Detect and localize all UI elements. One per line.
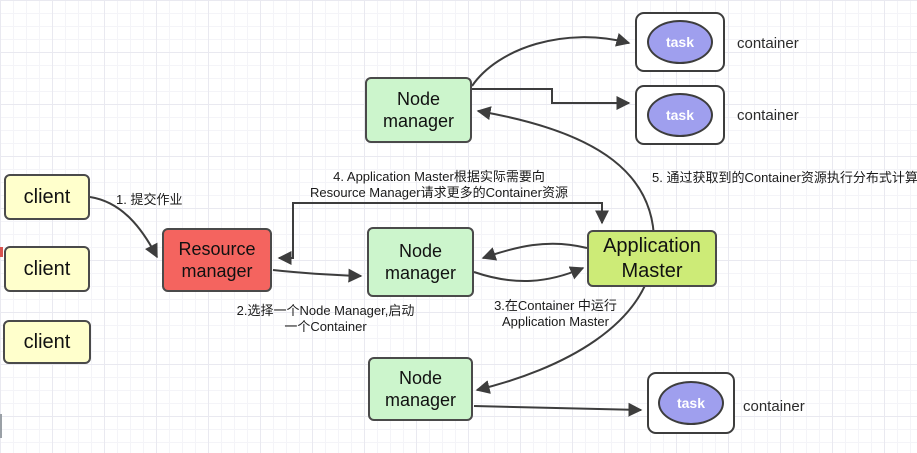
arrow-nm-top-to-container1: [471, 33, 631, 87]
node-node-manager-top[interactable]: Node manager: [365, 77, 472, 143]
node-client-2-label: client: [23, 258, 71, 280]
annotation-step4-line2: Resource Manager请求更多的Container资源: [310, 185, 568, 200]
container-box-1[interactable]: task: [635, 12, 725, 72]
node-client-2[interactable]: client: [4, 246, 90, 292]
arrow-nm-bottom-to-container3: [473, 402, 643, 417]
task-ellipse-3[interactable]: task: [658, 381, 724, 425]
annotation-step3: 3.在Container 中运行 Application Master: [463, 298, 648, 330]
task-1-label: task: [665, 34, 695, 50]
container-caption-1: container: [737, 35, 799, 52]
annotation-step1: 1. 提交作业: [116, 192, 183, 207]
annotation-step4: 4. Application Master根据实际需要向 Resource Ma…: [293, 169, 585, 201]
task-3-label: task: [676, 395, 706, 411]
annotation-step5: 5. 通过获取到的Container资源执行分布式计算: [652, 170, 917, 185]
node-application-master-label: Application Master: [603, 234, 701, 282]
arrow-nm-mid-to-am: [473, 266, 585, 283]
annotation-step3-line2: Application Master: [502, 314, 609, 329]
arrow-am-to-nm-mid: [481, 242, 588, 261]
node-node-manager-bottom[interactable]: Node manager: [368, 357, 473, 421]
container-box-2[interactable]: task: [635, 85, 725, 145]
container-box-3[interactable]: task: [647, 372, 735, 434]
clipped-shape-artifact-red: [0, 247, 3, 257]
node-node-manager-bottom-label: Node manager: [384, 367, 457, 411]
node-client-1[interactable]: client: [4, 174, 90, 220]
clipped-shape-artifact-gray: [0, 414, 2, 438]
annotation-step2-line2: 一个Container: [284, 319, 367, 334]
node-node-manager-mid-label: Node manager: [384, 240, 457, 284]
annotation-step2: 2.选择一个Node Manager,启动 一个Container: [228, 303, 423, 335]
arrow-rm-to-nm-mid: [272, 268, 363, 283]
annotation-step4-line1: 4. Application Master根据实际需要向: [333, 169, 545, 184]
node-client-3-label: client: [23, 331, 71, 353]
node-resource-manager[interactable]: Resource manager: [162, 228, 272, 292]
node-resource-manager-label: Resource manager: [178, 238, 256, 282]
node-application-master[interactable]: Application Master: [587, 230, 717, 287]
annotation-step2-line1: 2.选择一个Node Manager,启动: [236, 303, 415, 318]
container-caption-3: container: [743, 398, 805, 415]
node-node-manager-mid[interactable]: Node manager: [367, 227, 474, 297]
task-ellipse-2[interactable]: task: [647, 93, 713, 137]
task-ellipse-1[interactable]: task: [647, 20, 713, 64]
node-client-1-label: client: [23, 186, 71, 208]
container-caption-2: container: [737, 107, 799, 124]
task-2-label: task: [665, 107, 695, 123]
arrow-am-rm-request: [277, 202, 609, 265]
annotation-step3-line1: 3.在Container 中运行: [494, 298, 617, 313]
arrow-nm-top-to-container2: [472, 88, 631, 110]
arrow-client-to-rm: [89, 196, 158, 259]
node-node-manager-top-label: Node manager: [382, 88, 455, 132]
node-client-3[interactable]: client: [3, 320, 91, 364]
